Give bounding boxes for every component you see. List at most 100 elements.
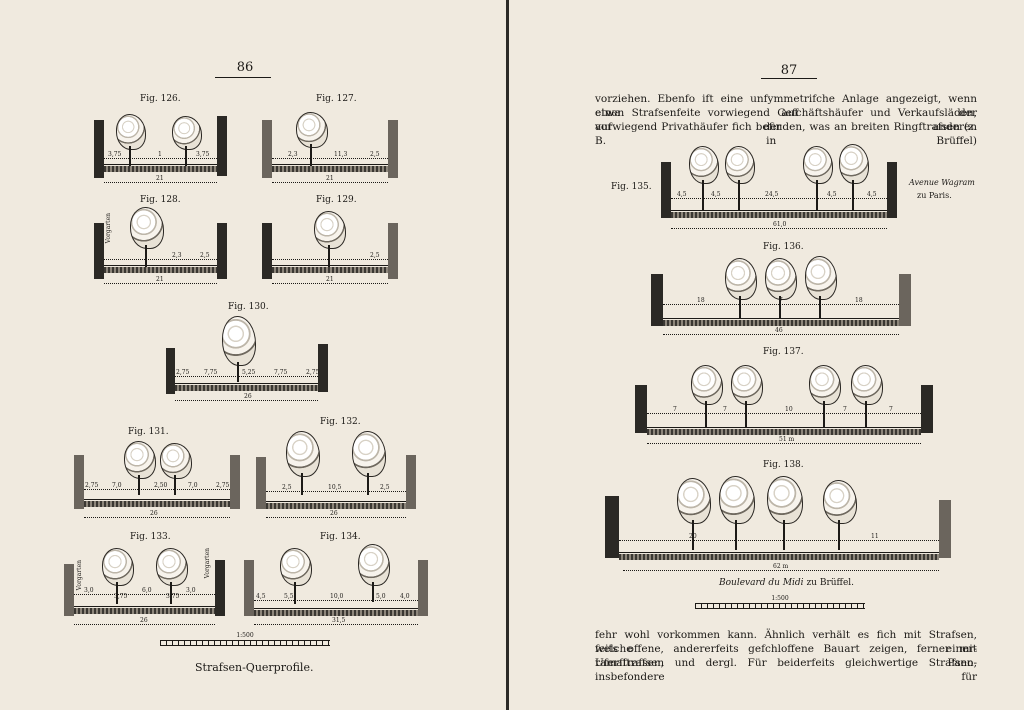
- road-surface: [74, 606, 215, 607]
- building-wall-left: [244, 560, 254, 616]
- figure-135: Fig. 135. 4,5 4,5 24,5 4,5 4,5 61,0 Aven…: [611, 140, 975, 240]
- building-wall-right: [899, 274, 911, 326]
- total-width-line: [175, 400, 318, 401]
- segment-width: 2,50: [154, 482, 168, 489]
- paragraph-line: ramaftrafsen und dergl. Für beiderfeits …: [595, 657, 977, 683]
- width-dimension-line: [663, 304, 899, 305]
- figure-caption: Fig. 126.: [140, 94, 181, 104]
- figure-126: Fig. 126. 3,75 1 3,75 21: [88, 92, 233, 192]
- segment-width: 5,0: [376, 593, 386, 600]
- scale-bar: 1:500: [160, 632, 330, 652]
- street-name-label: Avenue Wagram: [909, 178, 975, 187]
- figure-caption: Fig. 133.: [130, 532, 171, 542]
- road-surface: [671, 210, 887, 211]
- building-wall-left: [94, 223, 104, 279]
- ground-hatching: [619, 554, 939, 560]
- segment-width: 3,0: [186, 587, 196, 594]
- figure-132: Fig. 132. 2,5 10,5 2,5 26: [252, 415, 422, 525]
- boulevard-name: Boulevard du Midi: [719, 578, 804, 588]
- right-page: 87 vorziehen. Ebenfo ift eine unfymmetri…: [509, 0, 1024, 710]
- total-width: 46: [775, 327, 783, 334]
- total-width-line: [272, 283, 388, 284]
- segment-width: 3,75: [114, 593, 128, 600]
- left-page: 86 Fig. 126. 3,75 1 3,75 21 Fig. 127. 2,…: [0, 0, 507, 710]
- road-surface: [254, 608, 418, 609]
- total-width-line: [84, 517, 230, 518]
- total-width-line: [104, 182, 217, 183]
- segment-width: 2,5: [282, 484, 292, 491]
- segment-width: 18: [855, 297, 863, 304]
- building-wall-right: [230, 455, 240, 509]
- figure-caption: Fig. 138.: [763, 460, 804, 470]
- ground-hatching: [266, 503, 406, 509]
- road-surface: [104, 164, 217, 165]
- total-width: 21: [156, 276, 164, 283]
- segment-width: 3,75: [166, 593, 180, 600]
- segment-width: 1: [158, 151, 162, 158]
- total-width: 21: [326, 276, 334, 283]
- total-width: 21: [326, 175, 334, 182]
- figure-caption: Fig. 127.: [316, 94, 357, 104]
- total-width: 26: [244, 393, 252, 400]
- figure-130: Fig. 130. 2,75 7,75 5,25 7,75 2,75 26: [160, 300, 335, 410]
- segment-width: 20: [689, 533, 697, 540]
- width-dimension-line: [619, 540, 939, 541]
- road-surface: [663, 318, 899, 319]
- scale-bar: 1:500: [695, 595, 865, 615]
- ground-hatching: [254, 610, 418, 616]
- building-wall-left: [262, 223, 272, 279]
- road-surface: [175, 383, 318, 384]
- segment-width: 4,5: [867, 191, 877, 198]
- segment-width: 6,0: [142, 587, 152, 594]
- segment-width: 4,0: [400, 593, 410, 600]
- total-width-line: [663, 334, 899, 335]
- scale-label: 1:500: [236, 632, 254, 639]
- vorgarten-label: Vorgarten: [204, 548, 211, 579]
- ground-hatching: [104, 267, 217, 273]
- city-label: zu Paris.: [917, 191, 952, 200]
- segment-width: 18: [697, 297, 705, 304]
- road-surface: [266, 501, 406, 502]
- paragraph-line: fehr wohl vorkommen kann. Ähnlich verhäl…: [595, 629, 977, 655]
- segment-width: 3,75: [196, 151, 210, 158]
- segment-width: 11: [871, 533, 879, 540]
- total-width-line: [272, 182, 388, 183]
- segment-width: 5,25: [242, 369, 256, 376]
- segment-width: 7: [723, 406, 727, 413]
- building-wall-right: [921, 385, 933, 433]
- total-width: 26: [330, 510, 338, 517]
- figure-128: Fig. 128. Vorgarten 2,3 2,5 21: [88, 193, 233, 293]
- building-wall-right: [217, 223, 227, 279]
- book-gutter: [506, 0, 509, 710]
- paragraph-line: vorziehen. Ebenfo ift eine unfymmetrifch…: [595, 93, 977, 119]
- figure-caption: Fig. 136.: [763, 242, 804, 252]
- ground-hatching: [84, 501, 230, 507]
- paragraph-line: vorwiegend Privathäufer fich befinden, w…: [595, 121, 977, 147]
- building-wall-right: [887, 162, 897, 218]
- figure-caption: Fig. 132.: [320, 417, 361, 427]
- building-wall-right: [318, 344, 328, 392]
- vorgarten-label: Vorgarten: [76, 560, 83, 591]
- segment-width: 7,0: [112, 482, 122, 489]
- segment-width: 10,5: [328, 484, 342, 491]
- segment-width: 2,75: [176, 369, 190, 376]
- ground-hatching: [663, 320, 899, 326]
- page-number: 86: [236, 60, 254, 75]
- building-wall-left: [64, 564, 74, 616]
- road-surface: [272, 265, 388, 266]
- width-dimension-line: [175, 376, 318, 377]
- page-number-rule: [215, 77, 271, 78]
- building-wall-right: [217, 116, 227, 176]
- width-dimension-line: [647, 413, 921, 414]
- scale-ruler: [160, 640, 330, 646]
- figure-caption: Fig. 129.: [316, 195, 357, 205]
- boulevard-caption: Boulevard du Midi zu Brüffel.: [719, 578, 854, 588]
- width-dimension-line: [272, 259, 388, 260]
- figure-131: Fig. 131. 2,75 7,0 2,50 7,0 2,75 26: [70, 425, 245, 525]
- figure-134: Fig. 134. 4,5 5,5 10,0 5,0 4,0 31,5: [240, 530, 430, 630]
- vorgarten-label: Vorgarten: [105, 213, 112, 244]
- total-width: 26: [140, 617, 148, 624]
- building-wall-left: [256, 457, 266, 509]
- building-wall-left: [94, 120, 104, 178]
- segment-width: 10,0: [330, 593, 344, 600]
